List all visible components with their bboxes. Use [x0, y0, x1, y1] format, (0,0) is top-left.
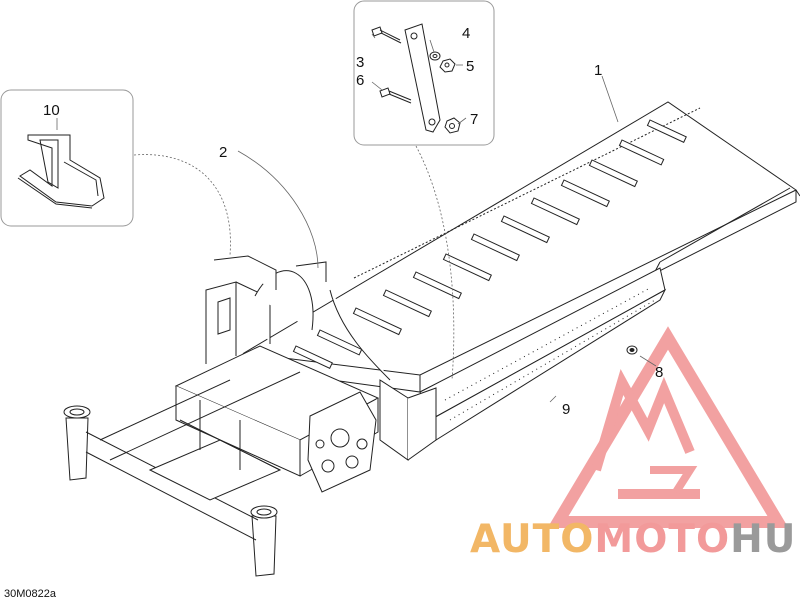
bolt-part-3: [371, 26, 402, 44]
front-frame: [174, 255, 437, 493]
callout-3: 3: [356, 54, 364, 71]
nut-part-7: [444, 117, 461, 134]
callout-6: 6: [356, 72, 364, 89]
bolt-part-6: [379, 87, 412, 104]
frame-posts: [63, 371, 301, 577]
brand-part-moto: MOTO: [594, 517, 730, 562]
brand-part-auto: AUTO: [470, 517, 594, 562]
callout-2: 2: [219, 144, 227, 161]
brand-part-hub: HUB: [730, 517, 800, 562]
inset-box-part-10: [0, 89, 134, 227]
callout-4: 4: [462, 25, 470, 42]
callout-5: 5: [466, 58, 474, 75]
callout-1: 1: [594, 62, 602, 79]
nut-part-5: [439, 58, 456, 73]
watermark-mark: [547, 326, 789, 528]
figure-code: 30M0822a: [4, 588, 57, 600]
callout-9: 9: [562, 401, 570, 418]
support-bracket: [404, 23, 441, 133]
callout-8: 8: [655, 364, 663, 381]
inset-box-hardware: [353, 0, 495, 146]
leader-lines: [56, 33, 657, 403]
plug-part-8: [626, 345, 638, 355]
bracket-part-10: [17, 134, 105, 209]
platform-slots: [292, 119, 687, 370]
watermark-brand: AUTOMOTOHUB: [470, 517, 800, 562]
callouts: 1 2 3 4 5 6 7 8 9 10: [43, 25, 663, 418]
callout-10: 10: [43, 102, 60, 119]
washer-part-4: [429, 51, 441, 61]
callout-7: 7: [470, 111, 478, 128]
